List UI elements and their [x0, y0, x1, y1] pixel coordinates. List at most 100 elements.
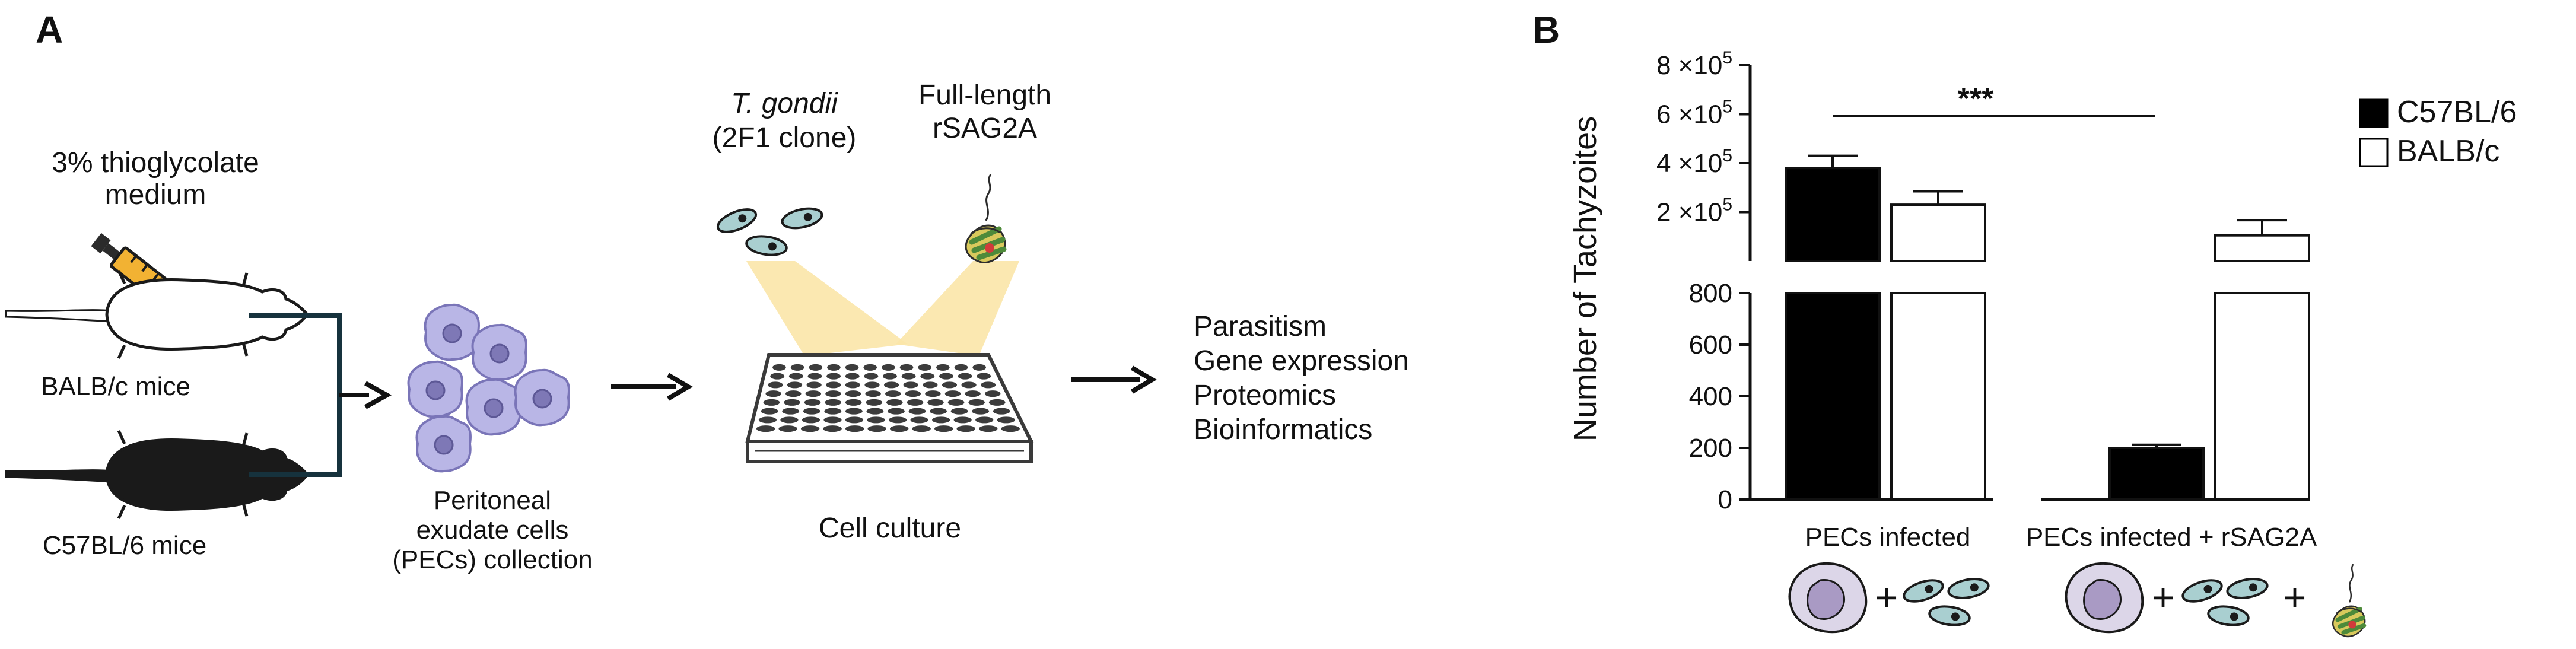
legend-swatch-balbc: [2359, 138, 2389, 167]
plate-well: [936, 364, 950, 371]
plate-well: [807, 373, 822, 380]
plate-well: [882, 364, 895, 371]
plate-well: [901, 373, 916, 380]
macrophage-icon: [2065, 562, 2144, 634]
plate-well: [942, 381, 958, 389]
plate-well: [823, 425, 842, 432]
plate-well: [888, 408, 905, 415]
tgondii-parasites-icon: [713, 203, 825, 259]
plate-well: [903, 381, 918, 389]
significance-label: ***: [1958, 82, 1994, 116]
plate-well: [758, 416, 777, 424]
plate-well: [905, 390, 921, 397]
plate-well: [785, 390, 802, 397]
plate-well: [845, 373, 860, 380]
plate-well: [826, 373, 841, 380]
plate-well: [863, 364, 877, 371]
chart-legend: C57BL/6 BALB/c: [2359, 95, 2517, 168]
c57-mouse-label: C57BL/6 mice: [43, 531, 206, 560]
plate-well: [954, 364, 968, 371]
plate-well: [930, 408, 947, 415]
plate-well: [956, 425, 975, 432]
plate-well: [809, 364, 823, 371]
y-tick-label: 4 ×105: [1656, 146, 1732, 178]
plate-well: [784, 399, 800, 406]
plate-well: [825, 399, 841, 406]
plate-well: [927, 399, 944, 406]
plus-sign: +: [1875, 575, 1898, 619]
group2-icons: + +: [2065, 562, 2365, 637]
panel-b-letter: B: [1532, 8, 1560, 51]
plate-well: [800, 425, 820, 432]
legend-label-balbc: BALB/c: [2397, 134, 2499, 168]
well-plate-icon: [745, 353, 1034, 463]
plate-well: [765, 390, 781, 397]
tgondii-icon: [1900, 575, 1992, 629]
plate-well: [939, 373, 953, 380]
plate-well: [979, 425, 998, 432]
plate-well: [985, 390, 1001, 397]
plate-well: [823, 416, 842, 424]
y-axis-title: Number of Tachyzoites: [1567, 116, 1603, 441]
x-label-pecs-infected: PECs infected: [1805, 523, 1971, 552]
plate-well: [772, 364, 786, 371]
plate-well: [867, 425, 886, 432]
output-gene-expression: Gene expression: [1194, 345, 1409, 377]
plate-well: [993, 408, 1010, 415]
rsag2a-label-line1: Full-length: [918, 79, 1051, 111]
rsag2a-protein-icon: [966, 174, 1005, 263]
plate-well: [884, 381, 899, 389]
plate-well: [972, 408, 990, 415]
plate-well: [958, 373, 972, 380]
protein-beam: [896, 261, 1019, 356]
plate-well: [866, 399, 883, 406]
plate-well: [845, 364, 859, 371]
plus-sign: +: [2152, 575, 2175, 619]
plate-well: [761, 408, 778, 415]
plate-well: [806, 381, 822, 389]
plate-well: [918, 364, 932, 371]
plate-well: [934, 425, 953, 432]
injection-label-line1: 3% thioglycolate: [52, 147, 259, 179]
plate-well: [867, 416, 885, 424]
plate-well: [845, 425, 864, 432]
plate-well: [975, 416, 994, 424]
legend-label-c57: C57BL/6: [2397, 95, 2517, 129]
y-tick-label: 200: [1689, 434, 1732, 463]
plate-well: [890, 425, 909, 432]
plate-well: [763, 399, 780, 406]
tgondii-clone: (2F1 clone): [713, 122, 857, 154]
plate-well: [977, 373, 991, 380]
plate-well: [899, 364, 914, 371]
output-proteomics: Proteomics: [1194, 380, 1336, 411]
arrow-to-outputs: [1071, 365, 1157, 394]
bar-lower-balb-c: [1890, 292, 1986, 501]
plate-well: [845, 381, 860, 389]
y-tick-label: 400: [1689, 382, 1732, 411]
plate-well: [997, 416, 1015, 424]
plate-well: [825, 390, 841, 397]
plate-well: [845, 399, 862, 406]
plate-well: [788, 373, 803, 380]
plate-well: [756, 425, 775, 432]
y-tick-label: 600: [1689, 330, 1732, 360]
y-tick-label: 800: [1689, 279, 1732, 308]
plate-well: [953, 416, 972, 424]
cell-culture-label: Cell culture: [819, 513, 961, 544]
panel-a-letter: A: [36, 8, 63, 51]
plate-well: [864, 381, 880, 389]
bar-upper-balb-c: [1890, 203, 1986, 262]
plate-well: [845, 408, 863, 415]
plate-well: [864, 373, 879, 380]
plate-well: [824, 408, 842, 415]
tgondii-icon: [2179, 575, 2270, 629]
plate-well: [768, 381, 783, 389]
x-label-pecs-infected-rsag2a: PECs infected + rSAG2A: [2026, 523, 2317, 552]
plate-well: [827, 364, 841, 371]
plate-well: [802, 416, 820, 424]
plate-well: [947, 399, 965, 406]
plate-well: [912, 425, 931, 432]
